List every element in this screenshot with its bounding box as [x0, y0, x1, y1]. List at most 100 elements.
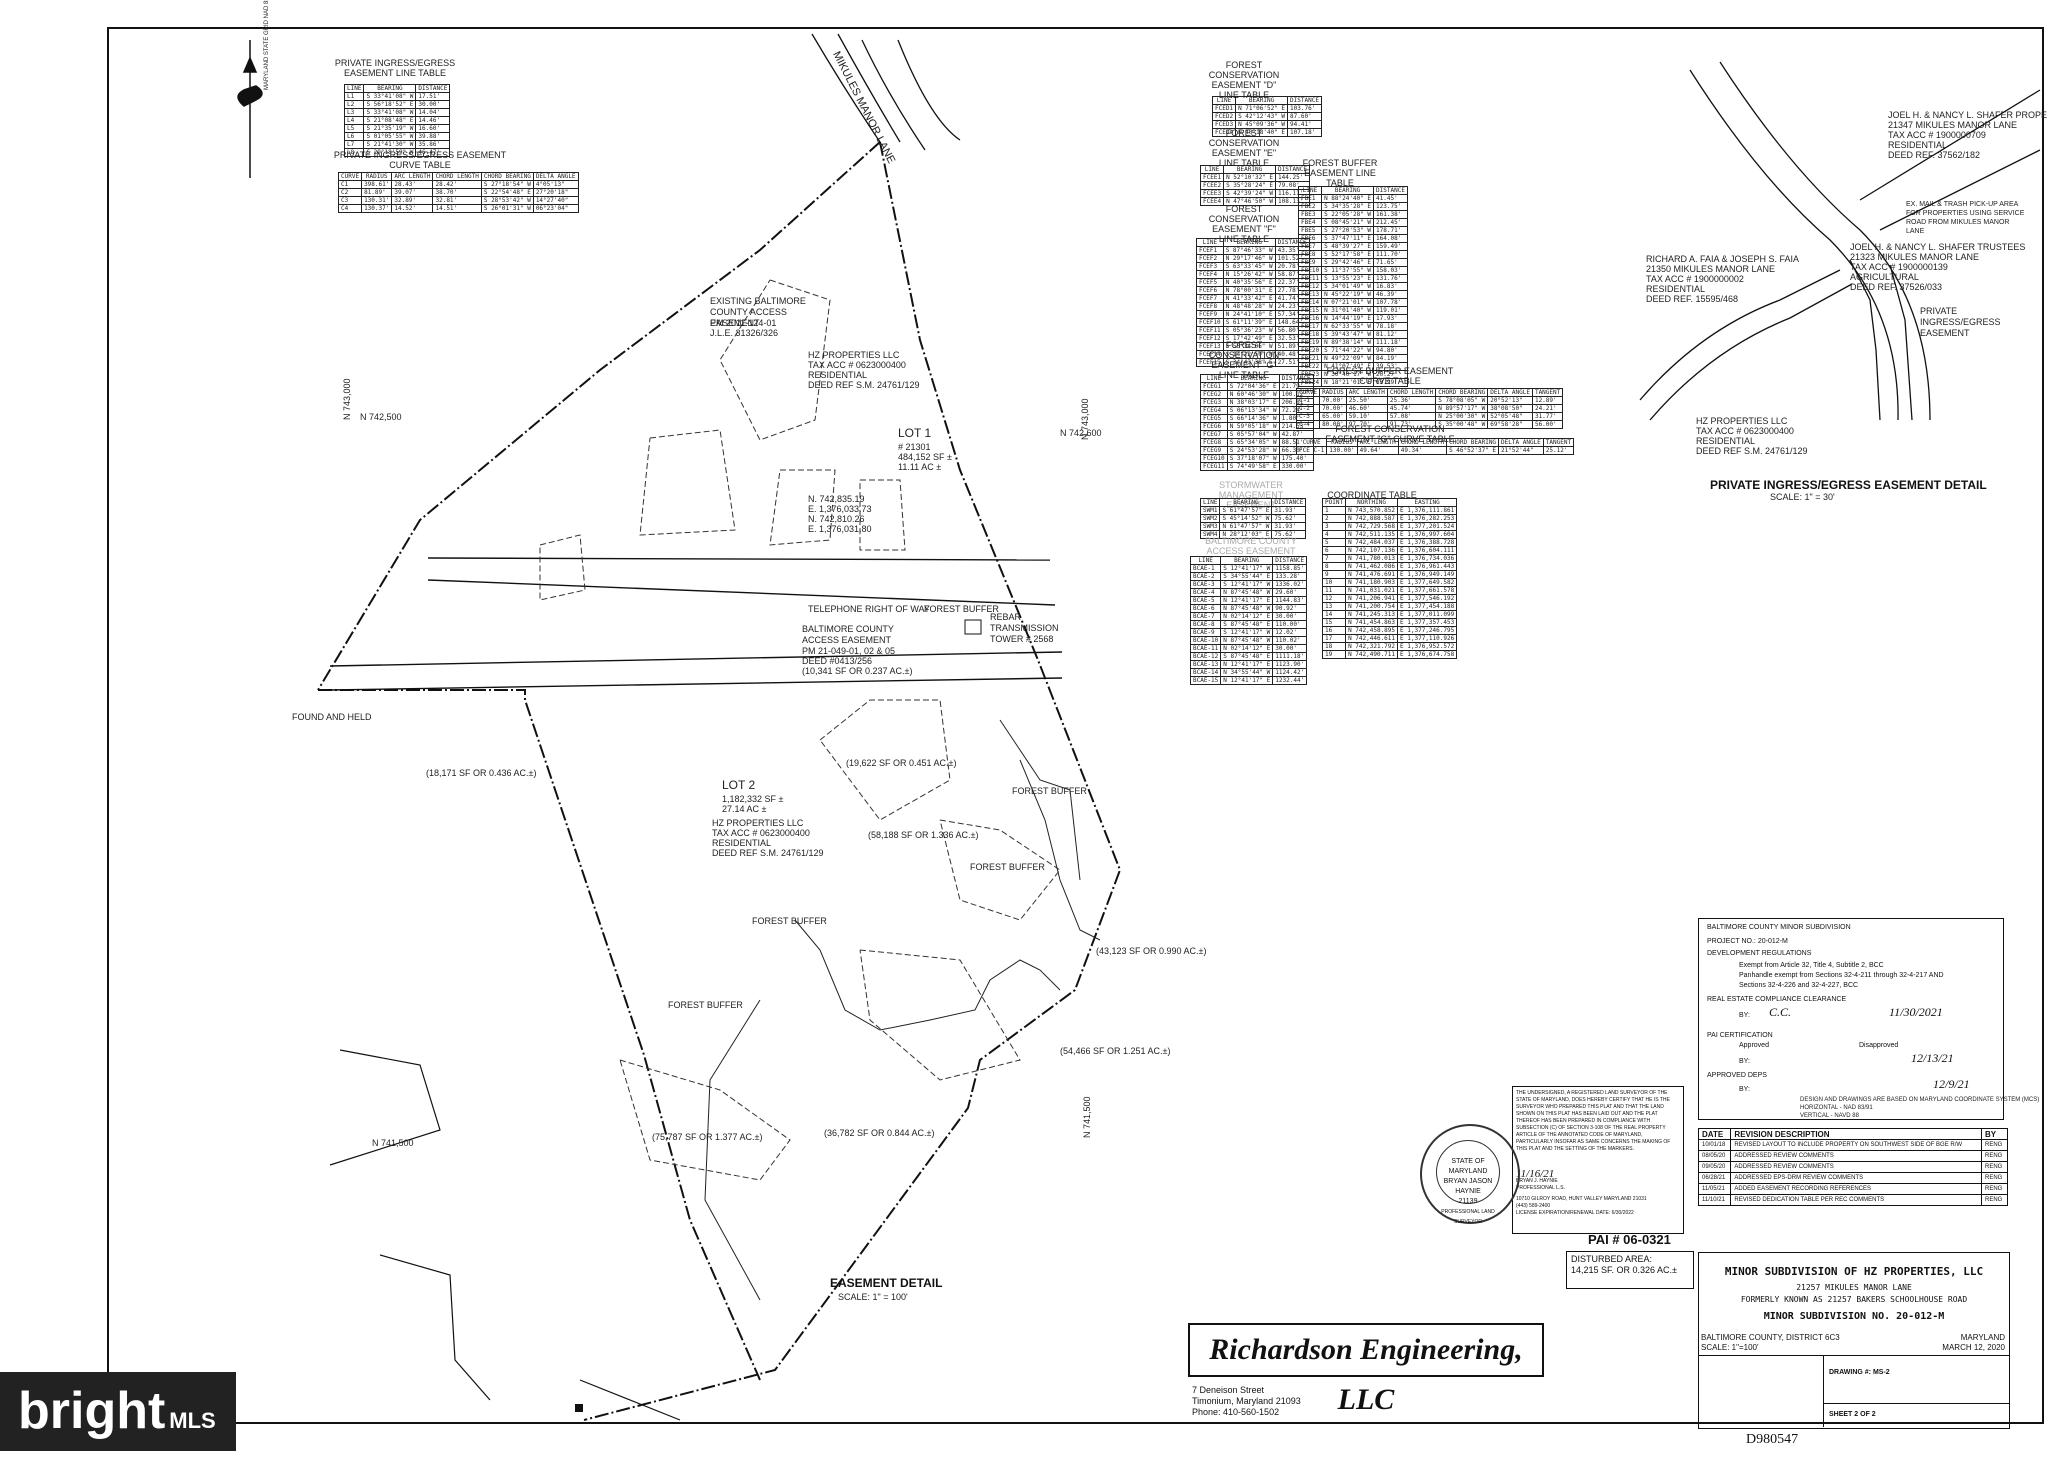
table-cell: 15 — [1321, 618, 1347, 627]
table-cell: 330.00' — [1278, 462, 1314, 471]
table-header-cell: RADIUS — [1326, 438, 1358, 447]
table-cell: 27°20'18" — [532, 188, 579, 197]
table-cell: N 741,200.754 — [1345, 602, 1399, 611]
table-cell: N 741,780.013 — [1345, 554, 1399, 563]
title-block: MINOR SUBDIVISION OF HZ PROPERTIES, LLC … — [1698, 1252, 2010, 1429]
table-cell: S 29°42'46" E — [1321, 258, 1375, 267]
table-cell: L8 — [343, 148, 365, 157]
table-cell: FCE C-1 — [1295, 446, 1328, 455]
table-cell: 49.64' — [1356, 446, 1399, 455]
owner-c-name: JOEL H. & NANCY L. SHAFER TRUSTEES — [1850, 242, 2026, 252]
table-cell: C-4 — [1295, 420, 1321, 429]
table-cell: FBE6 — [1297, 234, 1323, 243]
pt-n-label: N. 742,835.19 — [808, 494, 865, 504]
table-cell: SWM1 — [1199, 506, 1221, 515]
county-easement-pm: PM 21-049-01, 02 & 05 — [802, 646, 896, 656]
owner-a-deed: DEED REF. 37562/182 — [1888, 150, 1981, 160]
table-cell: S 21°08'48" E — [363, 116, 417, 125]
surveyor-certification: THE UNDERSIGNED, A REGISTERED LAND SURVE… — [1512, 1086, 1684, 1234]
found-rod-label: FOUND AND HELD — [292, 712, 372, 722]
table-cell: 17 — [1321, 634, 1347, 643]
fce-d-title: FOREST CONSERVATION EASEMENT "D" LINE TA… — [1208, 60, 1280, 100]
fce-area-7: (75,787 SF OR 1.377 AC.±) — [652, 1132, 763, 1142]
table-header-cell: BEARING — [1223, 165, 1277, 174]
table-cell: 103.76' — [1287, 104, 1322, 113]
table-cell: 69°58'28" — [1487, 420, 1533, 429]
owner-b-deed: DEED REF. 15595/468 — [1646, 294, 1739, 304]
table-cell: 31.93' — [1271, 506, 1307, 515]
table-cell: 110.00' — [1272, 620, 1308, 629]
table-cell: 1111.18' — [1272, 652, 1308, 661]
pickup-label: EX. MAIL & TRASH PICK-UP AREA FOR PROPER… — [1906, 201, 2025, 235]
table-cell: E 1,376,997.604 — [1397, 530, 1458, 539]
approval-approved: Approved — [1739, 1042, 1769, 1049]
table-cell: FCEE2 — [1199, 181, 1225, 190]
table-cell: E 1,377,357.453 — [1397, 618, 1458, 627]
table-cell: E 1,377,011.099 — [1397, 610, 1458, 619]
north-arrow-icon — [237, 40, 263, 178]
table-cell: 14.52' — [391, 204, 434, 213]
table-cell: C-2 — [1295, 404, 1321, 413]
table-header-cell: BEARING — [1235, 96, 1289, 105]
table-header-cell: POINT — [1321, 498, 1347, 507]
table-cell: FCEE1 — [1199, 173, 1225, 182]
table-cell: 1232.44' — [1272, 676, 1308, 685]
table-cell: 49.34' — [1397, 446, 1448, 455]
table-cell: E 1,377,110.926 — [1397, 634, 1458, 643]
table-cell: N 87°45'48" W — [1220, 636, 1274, 645]
table-cell: C1 — [337, 180, 363, 189]
table-cell: 159.49' — [1373, 242, 1408, 251]
adjacent-parcel-lines — [329, 1049, 681, 1421]
approval-by3: BY: — [1739, 1086, 1750, 1093]
table-cell: 52°05'48" — [1487, 412, 1533, 421]
table-cell: S 29°18'59" W — [363, 148, 417, 157]
table-cell: 91.73' — [1386, 420, 1437, 429]
table-header-cell: CHORD BEARING — [1435, 388, 1489, 397]
table-cell: L4 — [343, 116, 365, 125]
table-header-cell: DISTANCE — [1287, 96, 1322, 105]
table-cell: 84.19' — [1373, 354, 1408, 363]
table-cell: 90.92' — [1272, 604, 1308, 613]
table-cell: 133.28' — [1272, 572, 1308, 581]
table-cell: SWM3 — [1199, 522, 1221, 531]
approval-project: PROJECT NO.: 20-012-M — [1707, 938, 1788, 945]
table-cell: S 61°47'57" E — [1219, 506, 1273, 515]
table-cell: 32.81' — [432, 196, 482, 205]
firm-city: Timonium, Maryland 21093 — [1192, 1396, 1301, 1406]
table-cell: C4 — [337, 204, 363, 213]
table-header-cell: BEARING — [1219, 498, 1273, 507]
ingress-detail-linework — [1639, 61, 2041, 421]
lot1-acres: 11.11 AC ± — [898, 462, 942, 472]
table-cell: 130.31' — [361, 196, 393, 205]
approval-date1: 11/30/2021 — [1889, 1005, 1943, 1019]
seal-no: 21139 — [1458, 1198, 1478, 1205]
table-cell: S 63°33'45" W — [1222, 262, 1276, 271]
approval-exempt1: Exempt from Article 32, Title 4, Subtitl… — [1739, 962, 1884, 969]
table-header-cell: LINE — [1189, 556, 1222, 565]
table-cell: FBE19 — [1297, 338, 1323, 347]
table-cell: S 65°34'05" W — [1226, 438, 1280, 447]
table-cell: S 22°54'48" E — [480, 188, 534, 197]
surveyor-cert-text: THE UNDERSIGNED, A REGISTERED LAND SURVE… — [1516, 1090, 1671, 1152]
